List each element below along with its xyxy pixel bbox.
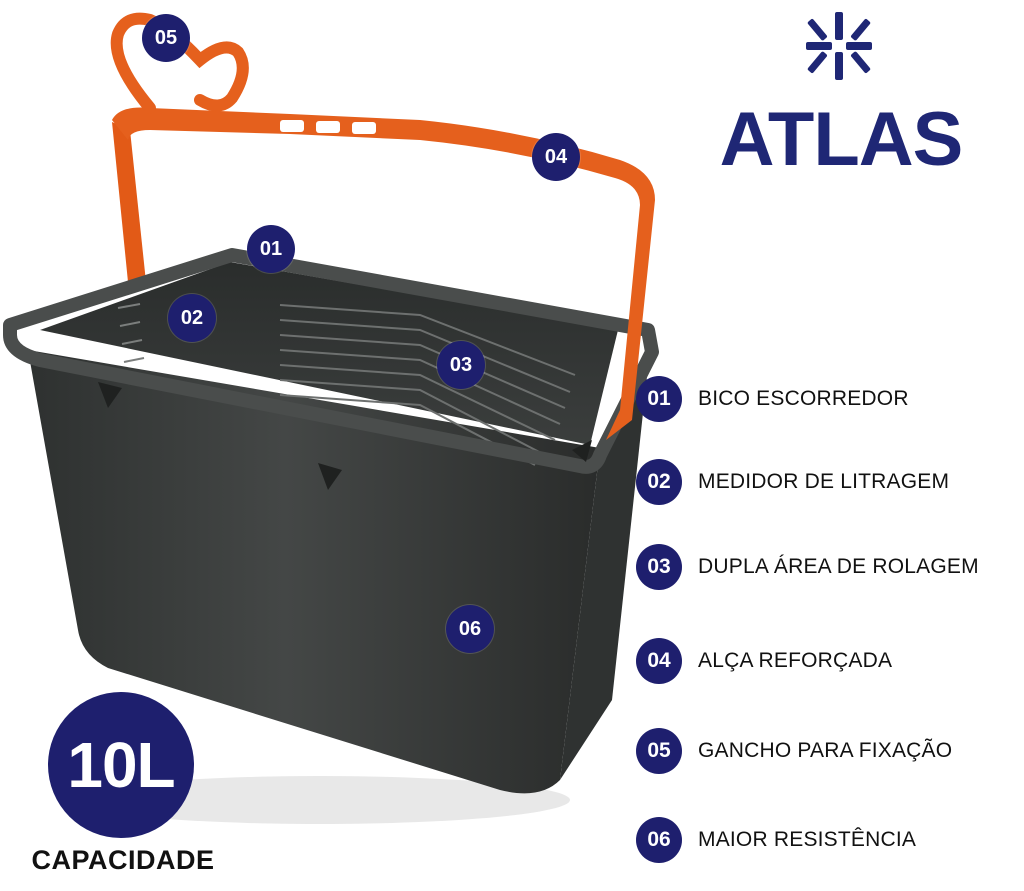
capacity-label: CAPACIDADE (31, 845, 215, 875)
feature-item-02: 02 MEDIDOR DE LITRAGEM (636, 459, 1024, 505)
feature-item-04: 04 ALÇA REFORÇADA (636, 638, 1024, 684)
feature-item-03: 03 DUPLA ÁREA DE ROLAGEM (636, 544, 1024, 590)
brand-logo: ATLAS (716, 10, 966, 180)
rim-notch-right (572, 440, 592, 462)
feature-number: 05 (636, 728, 682, 774)
feature-label: ALÇA REFORÇADA (698, 649, 893, 672)
measurement-scale (117, 303, 145, 363)
feature-number: 06 (636, 817, 682, 863)
marker-05: 05 (142, 14, 190, 62)
feature-number: 03 (636, 544, 682, 590)
marker-02: 02 (168, 294, 216, 342)
feature-number: 02 (636, 459, 682, 505)
rim-notch-left (98, 382, 122, 408)
feature-label: GANCHO PARA FIXAÇÃO (698, 739, 953, 762)
bucket-rim (3, 248, 659, 474)
brand-name: ATLAS (719, 97, 964, 182)
atlas-logo-icon (806, 12, 872, 80)
bucket-side (560, 348, 650, 780)
hook (110, 12, 249, 114)
feature-number: 01 (636, 376, 682, 422)
feature-number: 04 (636, 638, 682, 684)
handle-left-arm (112, 122, 146, 282)
marker-01: 01 (247, 225, 295, 273)
feature-item-06: 06 MAIOR RESISTÊNCIA (636, 817, 1024, 863)
marker-06: 06 (446, 605, 494, 653)
feature-label: BICO ESCORREDOR (698, 387, 909, 410)
marker-03: 03 (437, 341, 485, 389)
capacity-value: 10L (48, 692, 194, 838)
feature-item-05: 05 GANCHO PARA FIXAÇÃO (636, 728, 1024, 774)
bucket-shadow (70, 776, 570, 824)
handle-grip-holes (280, 120, 376, 134)
feature-label: MAIOR RESISTÊNCIA (698, 828, 917, 851)
rim-notch-center (318, 463, 342, 490)
feature-label: DUPLA ÁREA DE ROLAGEM (698, 555, 979, 578)
bucket-body (28, 350, 600, 794)
feature-label: MEDIDOR DE LITRAGEM (698, 470, 950, 493)
feature-item-01: 01 BICO ESCORREDOR (636, 376, 1024, 422)
marker-04: 04 (532, 133, 580, 181)
